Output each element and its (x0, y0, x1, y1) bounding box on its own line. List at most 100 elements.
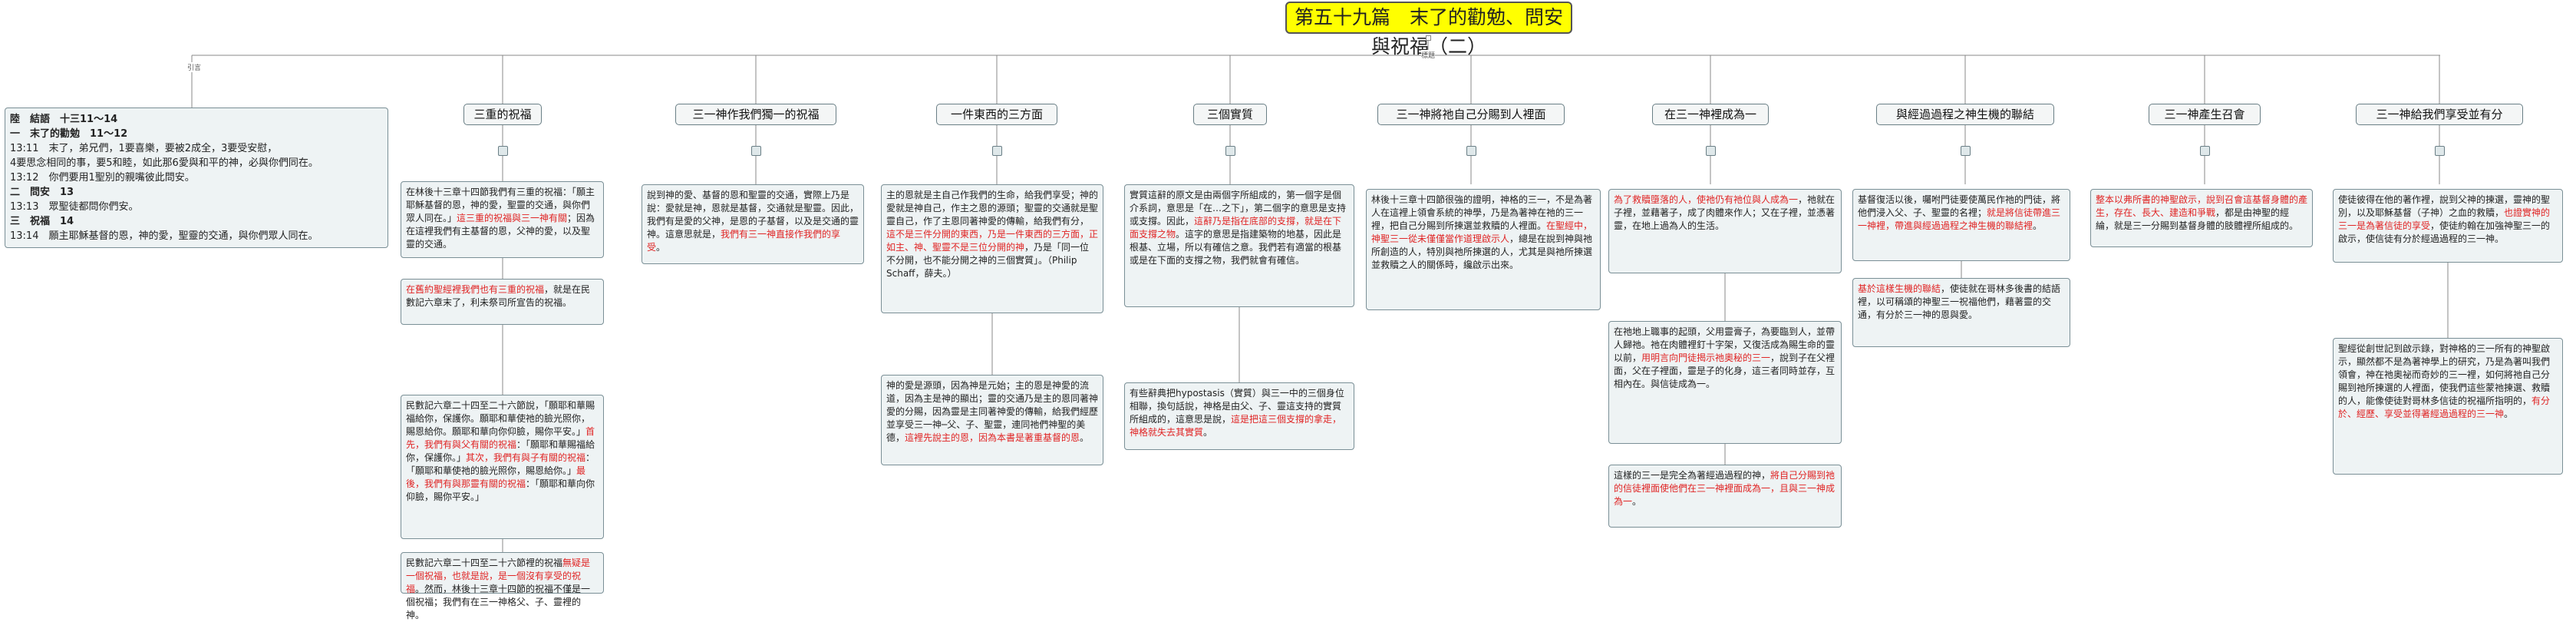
mind-map-canvas: 第五十九篇 末了的勸勉、問安與祝福（二） 引言 標題 陸 結語 十三11～14 … (5, 2, 2563, 620)
note-text: 。 (1080, 432, 1090, 443)
note-b1n2[interactable]: 在舊約聖經裡我們也有三重的祝福，就是在民數記六章末了，利未祭司所宣告的祝福。 (401, 279, 604, 325)
note-icon[interactable] (498, 146, 508, 156)
highlight-text: 這不是三件分開的東西，乃是一件東西的三方面，正如主、神、聖靈不是三位分開的神 (886, 229, 1099, 253)
note-text: ：「願耶和華向你仰臉，賜你平安。」 (406, 478, 595, 502)
highlight-text: 這辭乃是指在底部的支撐，就是在下面支撐之物 (1130, 216, 1342, 240)
note-text: ：「願耶和華使祂的臉光照你，賜恩給你。」 (406, 452, 595, 476)
note-icon[interactable] (1225, 146, 1235, 156)
highlight-text: 基於這樣生機的聯結 (1858, 283, 1941, 294)
highlight-text: 也證實神的三一是為著信徒的享受 (2338, 207, 2551, 231)
note-b8n1[interactable]: 整本以弗所書的神聖啟示，說到召會這基督身體的產生，存在、長大、建造和爭戰，都是由… (2090, 189, 2313, 247)
outline-line: 陸 結語 十三11～14 (10, 114, 118, 125)
note-b2n1[interactable]: 說到神的愛、基督的恩和聖靈的交通，實際上乃是說：愛就是神，恩就是基督，交通就是聖… (642, 184, 864, 264)
center-label: 標題 (1421, 50, 1436, 60)
note-icon[interactable] (751, 146, 761, 156)
highlight-text: 用明言向門徒揭示祂奧秘的三一 (1641, 352, 1771, 363)
note-b3n1[interactable]: 主的恩就是主自己作我們的生命，給我們享受；神的愛就是神自己，作主之恩的源頭；聖靈… (881, 184, 1103, 313)
outline-line: 13:11 末了，弟兄們，1要喜樂，要被2成全，3要受安慰， (10, 143, 278, 154)
note-b1n1[interactable]: 在林後十三章十四節我們有三重的祝福：「願主耶穌基督的恩，神的愛，聖靈的交通，與你… (401, 181, 604, 258)
note-b4n1[interactable]: 實質這辭的原文是由兩個字所組成的，第一個字是個介系詞，意思是「在…之下」，第二個… (1124, 184, 1354, 307)
branch-produces-church[interactable]: 三一神產生召會 (2149, 104, 2261, 125)
note-b7n1[interactable]: 基督復活以後，囑咐門徒要使萬民作祂的門徒，將他們浸入父、子、聖靈的名裡；就是將信… (1852, 189, 2070, 261)
note-b5n1[interactable]: 林後十三章十四節很強的證明，神格的三一，不是為著人在這裡上領會系統的神學，乃是為… (1366, 189, 1601, 310)
branch-triune-god-unique-blessing[interactable]: 三一神作我們獨一的祝福 (675, 104, 836, 125)
note-text: 林後十三章十四節很強的證明，神格的三一，不是為著人在這裡上領會系統的神學，乃是為… (1371, 194, 1593, 231)
outline-line: 13:14 願主耶穌基督的恩，神的愛，聖靈的交通，與你們眾人同在。 (10, 230, 318, 242)
highlight-text: 這是把這三個支撐的拿走，神格就失去其實質 (1130, 414, 1342, 438)
note-text: 。 (656, 242, 666, 253)
highlight-text: 將自己分賜到祂的信徒裡面使他們在三一神裡面成為一，且與三一神成為一 (1614, 470, 1836, 507)
intro-label: 引言 (187, 62, 202, 72)
note-b9n1[interactable]: 使徒彼得在他的著作裡，說到父神的揀選，靈神的聖別，以及耶穌基督（子神）之血的救贖… (2333, 189, 2563, 263)
note-b3n2[interactable]: 神的愛是源頭，因為神是元始；主的恩是神愛的流道，因為主是神的顯出；靈的交通乃是主… (881, 375, 1103, 465)
outline-line: 13:12 你們要用1聖別的親嘴彼此問安。 (10, 172, 195, 184)
note-text: ，說到子在父裡面，父在子裡面，靈是子的化身，這三者同時並存，互相內在。與信徒成為… (1614, 352, 1836, 389)
note-b9n2[interactable]: 聖經從創世記到啟示錄，對神格的三一所有的神聖啟示，顯然都不是為著神學上的研究，乃… (2333, 338, 2563, 475)
note-text: 實質這辭的原文是由兩個字所組成的，第一個字是個介系詞，意思是「在…之下」，第二個… (1130, 190, 1347, 227)
highlight-text: 無疑是一個祝福，也就是說，是一個沒有享受的祝福 (406, 557, 591, 594)
note-text: ：「願耶和華賜福給你，保護你。」 (406, 439, 595, 463)
note-text: 。 (1203, 427, 1213, 438)
note-text: 聖經從創世記到啟示錄，對神格的三一所有的神聖啟示，顯然都不是為著神學上的研究，乃… (2338, 343, 2551, 406)
outline-note[interactable]: 陸 結語 十三11～14 一 末了的勸勉 11～12 13:11 末了，弟兄們，… (5, 108, 388, 248)
branch-dispensing-into-man[interactable]: 三一神將祂自己分賜到人裡面 (1377, 104, 1565, 125)
note-text: ，都是由神聖的經綸，就是三一分賜到基督身體的肢體裡所組成的。 (2096, 207, 2299, 231)
note-text: 有些辭典把hypostasis（實質）與三一中的三個身位相聯，換句話說，神格是由… (1130, 388, 1344, 425)
note-icon[interactable] (992, 146, 1002, 156)
note-b7n2[interactable]: 基於這樣生機的聯結，使徒就在哥林多後書的結語裡，以可稱頌的神聖三一祝福他們，藉著… (1852, 278, 2070, 347)
note-text: ，總是在說到神與祂所創造的人，特別與祂所揀選的人，尤其是與祂所揀選並救贖之人的關… (1371, 233, 1593, 270)
note-text: ；因為在這裡我們有主基督的恩，父神的愛，以及聖靈的交通。 (406, 213, 595, 250)
highlight-text: 這三重的祝福與三一神有關 (457, 213, 568, 223)
highlight-text: 為了救贖墮落的人，使祂仍有祂位與人成為一 (1614, 194, 1799, 205)
note-text: 。然而，林後十三章十四節的祝福不僅是一個祝福；我們有在三一神格父、子、靈裡的神。 (406, 584, 591, 620)
highlight-text: 首先，我們有與父有關的祝福 (406, 426, 595, 450)
note-text: ，使徒約翰在加強神聖三一的啟示，使信徒有分於經過過程的三一神。 (2338, 220, 2551, 244)
note-b1n4[interactable]: 民數記六章二十四至二十六節裡的祝福無疑是一個祝福，也就是說，是一個沒有享受的祝福… (401, 552, 604, 620)
outline-line: 二 問安 13 (10, 187, 74, 198)
highlight-text: 就是將信徒帶進三一神裡，帶進與經過過程之神生機的聯結裡 (1858, 207, 2061, 231)
note-icon[interactable] (1706, 146, 1716, 156)
outline-line: 三 祝福 14 (10, 216, 74, 227)
note-text: ，就是在民數記六章末了，利未祭司所宣告的祝福。 (406, 284, 591, 308)
branch-three-hypostases[interactable]: 三個實質 (1193, 104, 1267, 125)
connector-lines (191, 41, 2449, 552)
highlight-text: 這裡先說主的恩，因為本書是著重基督的恩 (905, 432, 1080, 443)
outline-line: 13:13 眾聖徒都問你們安。 (10, 201, 139, 213)
note-text: 使徒彼得在他的著作裡，說到父神的揀選，靈神的聖別，以及耶穌基督（子神）之血的救贖… (2338, 194, 2551, 218)
note-b6n1[interactable]: 為了救贖墮落的人，使祂仍有祂位與人成為一，祂就在子裡，並藉著子，成了肉體來作人；… (1608, 189, 1842, 273)
note-text: 說到神的愛、基督的恩和聖靈的交通，實際上乃是說：愛就是神，恩就是基督，交通就是聖… (647, 190, 859, 240)
note-text: 。 (1632, 496, 1642, 507)
note-b1n3[interactable]: 民數記六章二十四至二十六節說，「願耶和華賜福給你，保護你。願耶和華使祂的臉光照你… (401, 395, 604, 539)
note-b6n3[interactable]: 這樣的三一是完全為著經過過程的神，將自己分賜到祂的信徒裡面使他們在三一神裡面成為… (1608, 465, 1842, 528)
note-b4n2[interactable]: 有些辭典把hypostasis（實質）與三一中的三個身位相聯，換句話說，神格是由… (1124, 382, 1354, 450)
map-title[interactable]: 第五十九篇 末了的勸勉、問安與祝福（二） (1285, 2, 1572, 58)
note-text: 民數記六章二十四至二十六節說，「願耶和華賜福給你，保護你。願耶和華使祂的臉光照你… (406, 400, 595, 437)
outline-line: 一 末了的勸勉 11～12 (10, 128, 128, 140)
note-text: 基督復活以後，囑咐門徒要使萬民作祂的門徒，將他們浸入父、子、聖靈的名裡； (1858, 194, 2061, 218)
note-icon[interactable] (1466, 146, 1476, 156)
note-text: 。 (2504, 409, 2514, 419)
note-text: 主的恩就是主自己作我們的生命，給我們享受；神的愛就是神自己，作主之恩的源頭；聖靈… (886, 190, 1099, 227)
branch-organic-union[interactable]: 與經過過程之神生機的聯結 (1876, 104, 2054, 125)
note-text: ，使徒就在哥林多後書的結語裡，以可稱頌的神聖三一祝福他們，藉著靈的交通，有分於三… (1858, 283, 2061, 320)
note-icon[interactable] (1961, 146, 1971, 156)
branch-enjoy-and-partake[interactable]: 三一神給我們享受並有分 (2356, 104, 2523, 125)
highlight-text: 有分於、經歷、享受並得著經過過程的三一神 (2338, 395, 2551, 419)
highlight-text: 整本以弗所書的神聖啟示，說到召會這基督身體的產生，存在、長大、建造和爭戰 (2096, 194, 2308, 218)
branch-triple-blessing[interactable]: 三重的祝福 (463, 104, 542, 125)
highlight-text: 我們有三一神直接作我們的享受 (647, 229, 841, 253)
highlight-text: 其次，我們有與子有關的祝福 (466, 452, 586, 463)
note-text: 民數記六章二十四至二十六節裡的祝福 (406, 557, 563, 568)
note-text: 這樣的三一是完全為著經過過程的神， (1614, 470, 1771, 481)
highlight-text: 在聖經中，神聖三一從未僅僅當作道理啟示人 (1371, 220, 1593, 244)
highlight-text: 最後，我們有與那靈有關的祝福 (406, 465, 586, 489)
note-text: 在林後十三章十四節我們有三重的祝福：「願主耶穌基督的恩，神的愛，聖靈的交通，與你… (406, 187, 595, 223)
note-b6n2[interactable]: 在祂地上職事的起頭，父用靈膏子，為要臨到人，並帶人歸祂。祂在肉體裡釘十字架，又復… (1608, 321, 1842, 444)
title-collapse-toggle[interactable] (1426, 35, 1431, 41)
note-text: ，祂就在子裡，並藉著子，成了肉體來作人；又在子裡，並憑著靈，在地上過為人的生活。 (1614, 194, 1836, 231)
note-icon[interactable] (2200, 146, 2210, 156)
branch-three-aspects[interactable]: 一件東西的三方面 (936, 104, 1057, 125)
note-icon[interactable] (2435, 146, 2445, 156)
outline-line: 4要思念相同的事，要5和睦，如此那6愛與和平的神，必與你們同在。 (10, 157, 318, 169)
branch-one-in-triune-god[interactable]: 在三一神裡成為一 (1652, 104, 1769, 125)
